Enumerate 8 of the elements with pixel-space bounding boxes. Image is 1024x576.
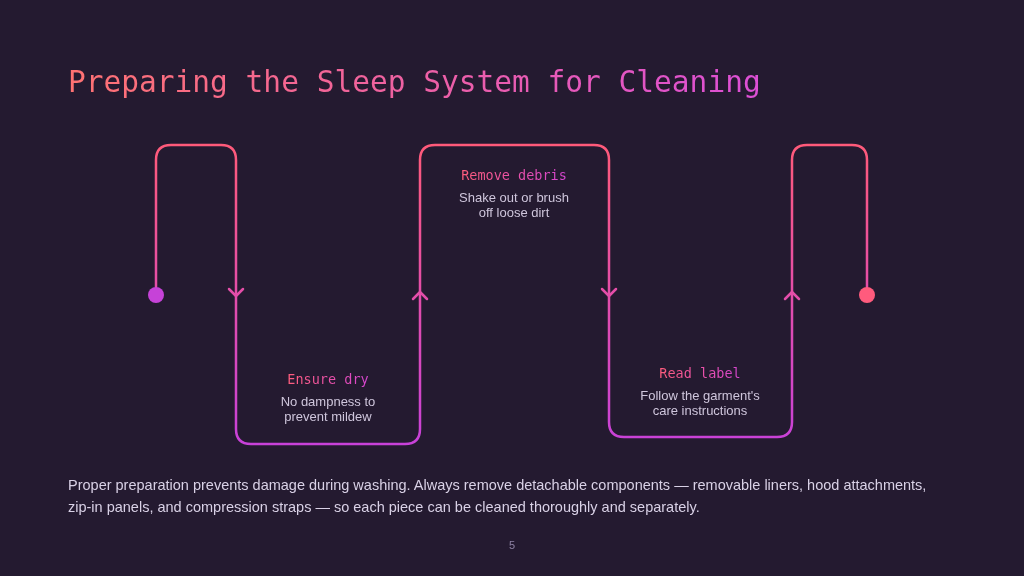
page-number: 5 (507, 538, 517, 552)
step-description: No dampness to prevent mildew (279, 394, 377, 424)
step-title: Ensure dry (287, 371, 369, 388)
caption-text: Proper preparation prevents damage during washing. Always remove detachable components — removable liners, hood attachments, zip-in panels, and compression straps — so each piece can be cleaned thoroughly and separately. (68, 476, 928, 517)
step-description: Follow the garment's care instructions (639, 388, 761, 418)
endpoint-dot (859, 287, 875, 303)
step-description: Shake out or brush off loose dirt (458, 190, 570, 220)
endpoint-dot (148, 287, 164, 303)
